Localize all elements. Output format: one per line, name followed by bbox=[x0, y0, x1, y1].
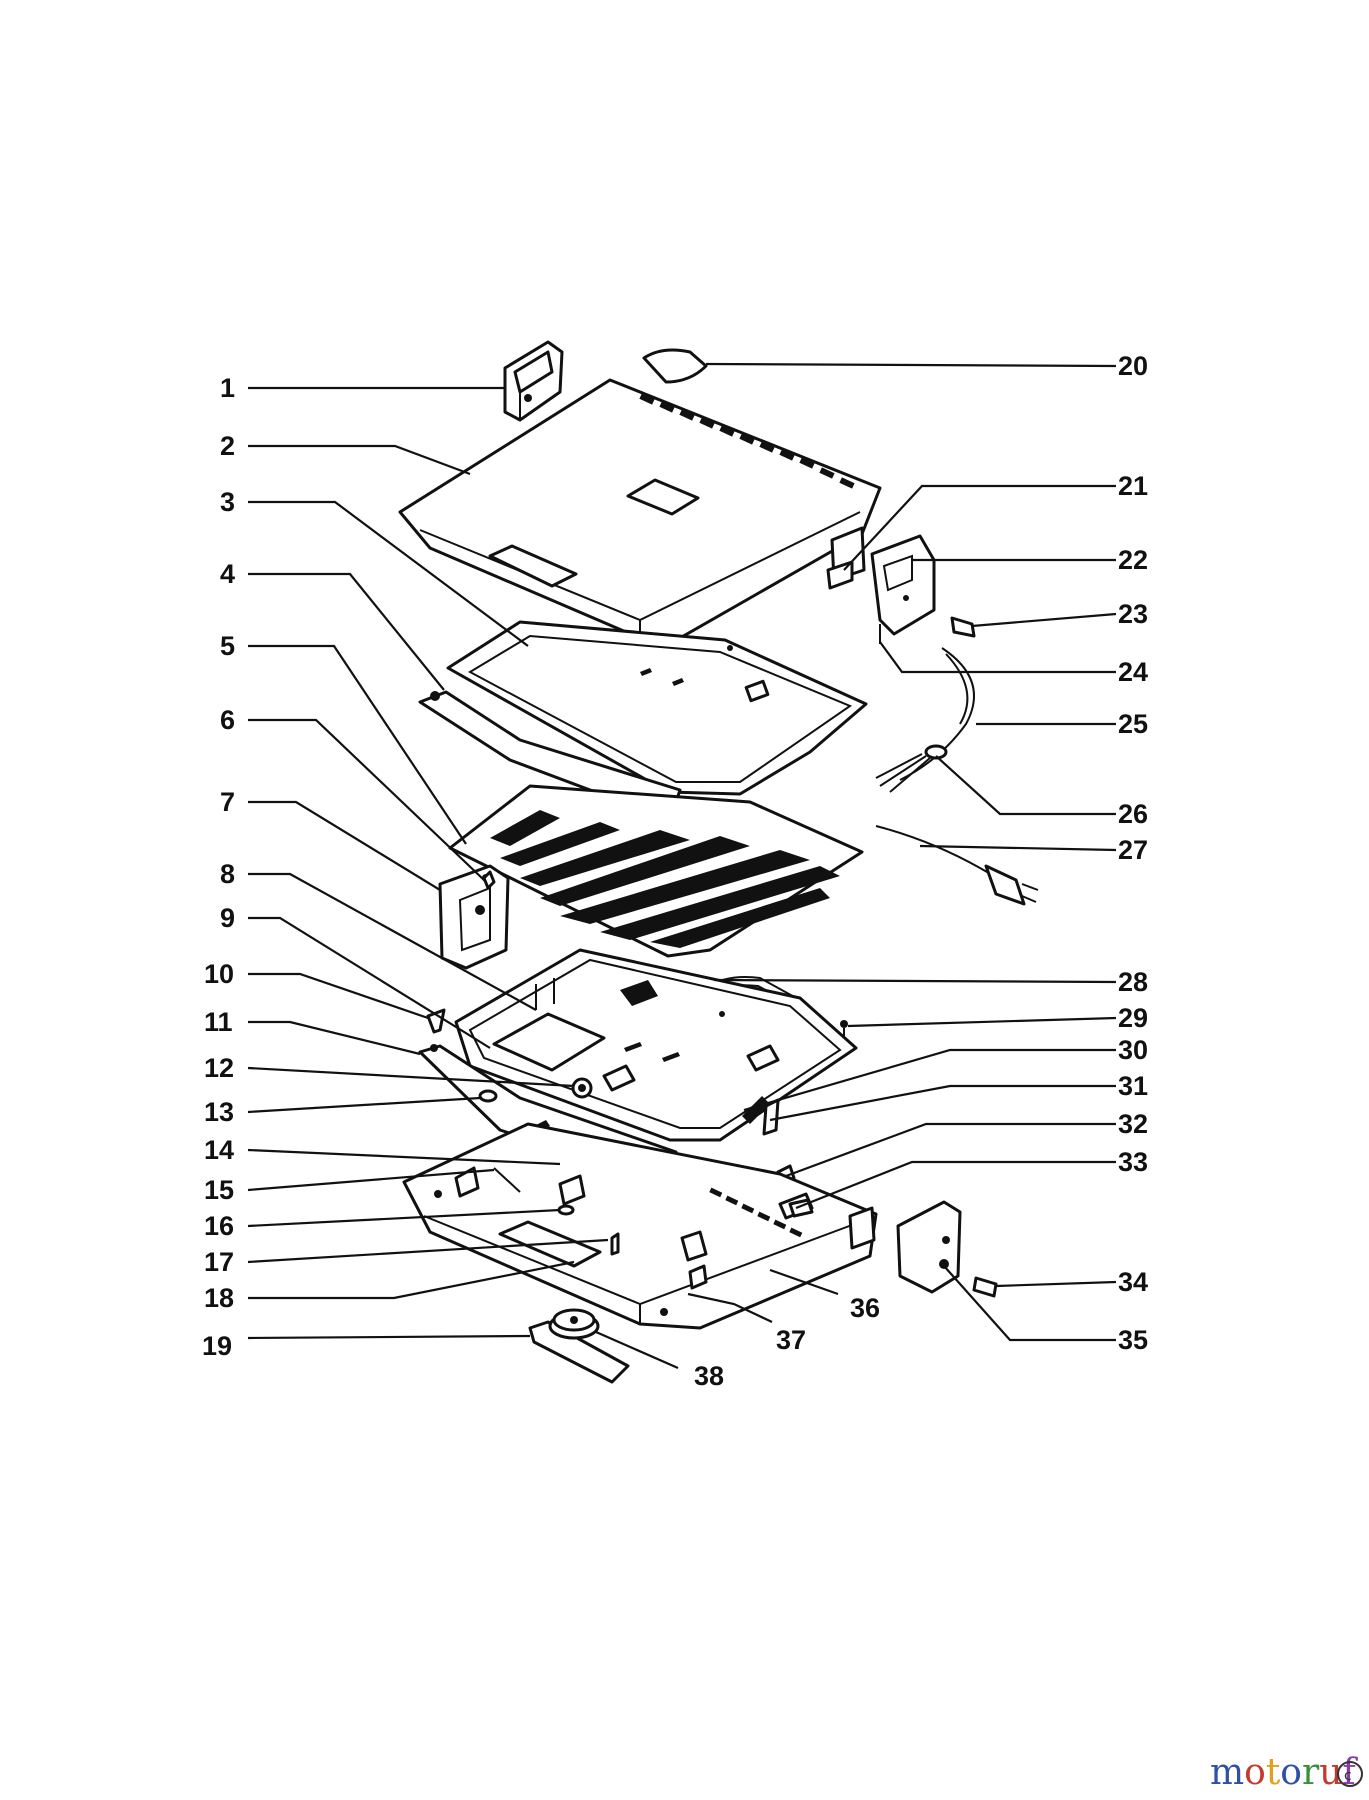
callout-4: 4 bbox=[220, 559, 235, 589]
part-19-foot bbox=[528, 1320, 630, 1384]
part-2-top-housing bbox=[398, 378, 882, 640]
callout-6: 6 bbox=[220, 705, 235, 735]
callout-38: 38 bbox=[694, 1361, 724, 1391]
part-13-nut bbox=[478, 1089, 498, 1103]
part-23-pin bbox=[950, 616, 976, 638]
part-12-knob bbox=[571, 1077, 593, 1099]
part-drawings bbox=[398, 340, 1039, 1384]
part-3-upper-frame bbox=[446, 620, 868, 796]
callout-32: 32 bbox=[1118, 1109, 1148, 1139]
callout-10: 10 bbox=[204, 959, 234, 989]
callout-16: 16 bbox=[204, 1211, 234, 1241]
part-15-spring bbox=[493, 1167, 521, 1193]
callout-11: 11 bbox=[204, 1007, 233, 1037]
part-30-lower-frame bbox=[454, 948, 858, 1142]
callout-3: 3 bbox=[220, 487, 235, 517]
callout-17: 17 bbox=[204, 1247, 234, 1277]
callout-30: 30 bbox=[1118, 1035, 1148, 1065]
callout-15: 15 bbox=[204, 1175, 234, 1205]
callout-28: 28 bbox=[1118, 967, 1148, 997]
callout-8: 8 bbox=[220, 859, 235, 889]
part-35-right-bracket bbox=[896, 1200, 962, 1294]
callout-18: 18 bbox=[204, 1283, 234, 1313]
callout-9: 9 bbox=[220, 903, 235, 933]
callout-12: 12 bbox=[204, 1053, 234, 1083]
callout-36: 36 bbox=[850, 1293, 880, 1323]
part-34-pin bbox=[972, 1276, 998, 1298]
part-17-screw bbox=[610, 1232, 620, 1256]
part-22-thermostat-bracket bbox=[870, 534, 936, 636]
callout-20: 20 bbox=[1118, 351, 1148, 381]
motoruf-watermark: motoruf c bbox=[1210, 1752, 1363, 1793]
callout-1: 1 bbox=[220, 373, 235, 403]
callout-29: 29 bbox=[1118, 1003, 1148, 1033]
callout-23: 23 bbox=[1118, 599, 1148, 629]
callout-7: 7 bbox=[220, 787, 235, 817]
callout-33: 33 bbox=[1118, 1147, 1148, 1177]
callout-19: 19 bbox=[202, 1331, 232, 1361]
part-10-screw bbox=[426, 1008, 446, 1034]
part-6-pin bbox=[482, 870, 496, 890]
part-25-cable bbox=[899, 647, 975, 781]
callout-24: 24 bbox=[1118, 657, 1148, 687]
callout-35: 35 bbox=[1118, 1325, 1148, 1355]
callout-labels: 1 2 3 4 5 6 7 8 9 10 11 12 13 14 15 16 1… bbox=[202, 351, 1148, 1391]
callout-27: 27 bbox=[1118, 835, 1148, 865]
callout-31: 31 bbox=[1118, 1071, 1148, 1101]
watermark-text: motoruf bbox=[1210, 1752, 1358, 1793]
part-5-grill-plate bbox=[448, 784, 864, 958]
leader-lines bbox=[247, 362, 1117, 1370]
callout-13: 13 bbox=[204, 1097, 234, 1127]
copyright-glyph: c bbox=[1344, 1768, 1352, 1784]
callout-34: 34 bbox=[1118, 1267, 1148, 1297]
callout-21: 21 bbox=[1118, 471, 1148, 501]
part-1-hinge-bracket bbox=[503, 340, 564, 422]
callout-37: 37 bbox=[776, 1325, 806, 1355]
copyright-icon bbox=[1337, 1761, 1363, 1787]
part-26-grommet bbox=[875, 744, 948, 793]
callout-22: 22 bbox=[1118, 545, 1148, 575]
callout-5: 5 bbox=[220, 631, 235, 661]
callout-2: 2 bbox=[220, 431, 235, 461]
part-7-side-bracket bbox=[438, 864, 510, 970]
part-36-base bbox=[402, 1122, 878, 1330]
callout-26: 26 bbox=[1118, 799, 1148, 829]
part-16-washer bbox=[557, 1204, 575, 1216]
callout-14: 14 bbox=[204, 1135, 234, 1165]
part-38-pad bbox=[548, 1308, 600, 1340]
part-20-knob bbox=[642, 348, 708, 384]
part-27-power-cord bbox=[875, 825, 1039, 906]
part-31-clip bbox=[762, 1098, 780, 1136]
callout-25: 25 bbox=[1118, 709, 1148, 739]
